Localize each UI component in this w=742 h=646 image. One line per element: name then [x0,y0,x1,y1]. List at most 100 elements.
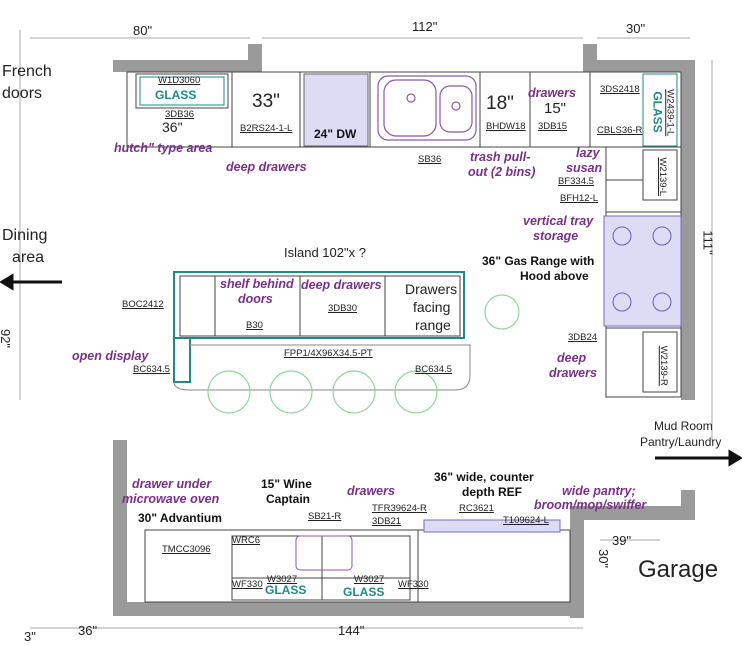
glass-top-left: GLASS [155,88,197,102]
door-arrows [0,273,742,467]
note-shelf-1: shelf behind [220,277,294,291]
note-shelf-2: doors [238,292,273,306]
dim-top-right: 30" [626,21,646,36]
drawers-facing-3: range [415,317,451,333]
dw-label: 24" DW [314,127,357,141]
dim-left-partial: 92" [0,328,14,349]
note-trash-2: out (2 bins) [468,165,536,179]
note-drawers-top: drawers [528,86,576,100]
callout-gas-range-2: Hood above [520,269,589,283]
code-wrc6: WRC6 [232,535,260,546]
code-3db36: 3DB36 [165,109,195,120]
code-t109624: T109624-L [503,515,549,526]
code-wf330-right: WF330 [398,579,429,590]
note-deep-drawers-island: deep drawers [301,278,382,292]
callout-advantium: 30" Advantium [138,511,222,525]
french-doors-label-1: French [2,63,52,80]
note-susan: susan [566,161,603,175]
note-drawers-bottom: drawers [347,484,395,498]
french-doors-label-2: doors [2,85,43,102]
glass-top-right: GLASS [650,91,665,133]
code-fpp: FPP1/4X96X34.5-PT [284,348,373,359]
code-tmcc3096: TMCC3096 [162,544,211,555]
note-deep-right-2: drawers [549,366,597,380]
note-deep-right-1: deep [557,351,587,365]
note-open-display: open display [72,349,149,363]
drawers-facing-1: Drawers [405,281,458,297]
code-cbls36: CBLS36-R [597,125,643,136]
note-trash-1: trash pull- [470,150,531,164]
island [173,271,471,391]
code-w2139-bot: W2139-R [657,345,669,386]
code-rc3621: RC3621 [459,503,494,514]
size-15: 15" [544,100,567,117]
bottom-cabinet-run [144,519,571,603]
walls [113,44,695,618]
note-lazy: lazy [576,146,600,160]
code-w2439: W2439-1-L [664,89,676,137]
glass-bottom-left: GLASS [265,583,307,597]
mud-room-label-2: Pantry/Laundry [640,435,722,449]
code-3ds2418: 3DS2418 [600,84,640,95]
note-drawer-micro-1: drawer under [132,477,212,491]
callout-gas-range-1: 36" Gas Range with [482,254,595,268]
note-drawer-micro-2: microwave oven [122,492,220,506]
sink-top [377,75,477,141]
code-wf330-left: WF330 [232,579,263,590]
note-vtray-1: vertical tray [523,214,594,228]
code-b2rs24: B2RS24-1-L [240,123,293,134]
callout-wine-1: 15" Wine [261,477,312,491]
size-18: 18" [486,93,514,114]
sink-bottom [295,535,353,571]
code-w2139-top: W2139-L [657,157,669,197]
dim-bottom-mid: 144" [338,623,365,638]
code-bc634-right: BC634.5 [415,364,452,375]
note-deep-drawers-top: deep drawers [226,160,307,174]
code-sb36: SB36 [418,154,442,165]
mud-room-label-1: Mud Room [654,419,713,433]
drawers-facing-2: facing [413,299,451,315]
island-title: Island 102"x ? [284,245,366,260]
code-w3027-right: W3027 [354,574,385,585]
dim-right-lower: 39" [612,533,632,548]
code-bc634-left: BC634.5 [133,364,170,375]
dimension-lines [19,30,713,629]
size-33: 33" [252,91,280,112]
code-3db30: 3DB30 [328,303,358,314]
dim-bottom-left: 36" [78,623,98,638]
dim-right-side: 111" [700,230,716,255]
code-w3027-left: W3027 [267,574,298,585]
dining-label-1: Dining [2,227,48,244]
dim-right-lower-vert: 30" [596,548,612,569]
code-boc2412: BOC2412 [122,299,164,310]
note-wide-pantry-1: wide pantry; [562,484,636,498]
dining-label-2: area [12,249,45,266]
code-3db21: 3DB21 [372,516,402,527]
glass-bottom-right: GLASS [343,585,385,599]
dim-top-mid: 112" [412,19,438,34]
stools [207,294,520,414]
garage-label: Garage [638,556,719,583]
callout-wine-2: Captain [266,492,311,506]
code-w1d3060: W1D3060 [158,75,201,86]
top-cabinet-run [126,71,682,148]
dishwasher [303,73,369,147]
note-wide-pantry-2: broom/mop/swiffer [534,498,647,512]
code-tfr39624: TFR39624-R [372,503,427,514]
code-b30: B30 [246,320,263,331]
code-bfh12: BFH12-L [560,193,599,204]
callout-ref-2: depth REF [462,485,522,499]
gas-range [603,215,682,327]
dim-bottom-small: 3" [24,629,36,644]
dim-top-left: 80" [133,23,153,38]
callout-ref-1: 36" wide, counter [434,470,534,484]
code-sb21: SB21-R [308,511,342,522]
code-3db15: 3DB15 [538,121,568,132]
note-hutch: hutch" type area [114,141,213,155]
size-36: 36" [162,119,183,135]
note-vtray-2: storage [533,229,579,243]
code-3db24: 3DB24 [568,332,598,343]
code-bhdw18: BHDW18 [486,121,526,132]
code-bf334: BF334.5 [558,176,594,187]
